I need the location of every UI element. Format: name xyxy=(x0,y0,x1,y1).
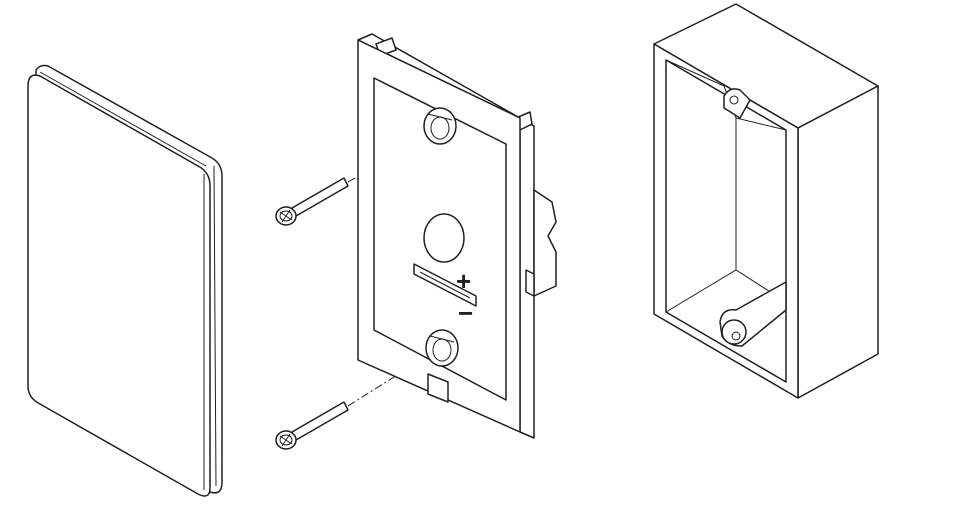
screw-top xyxy=(275,177,349,226)
bottom-screw-slot xyxy=(425,329,459,367)
minus-symbol: − xyxy=(458,298,473,328)
plus-symbol: + xyxy=(456,266,471,296)
top-screw-slot xyxy=(423,107,457,145)
cover-plate xyxy=(27,64,223,497)
top-mounting-boss xyxy=(723,88,751,119)
back-box xyxy=(653,3,879,399)
screw-bottom xyxy=(275,401,349,450)
wire-hole xyxy=(423,213,465,263)
alignment-line-bottom xyxy=(347,347,441,407)
mounting-frame: + − xyxy=(357,33,557,439)
